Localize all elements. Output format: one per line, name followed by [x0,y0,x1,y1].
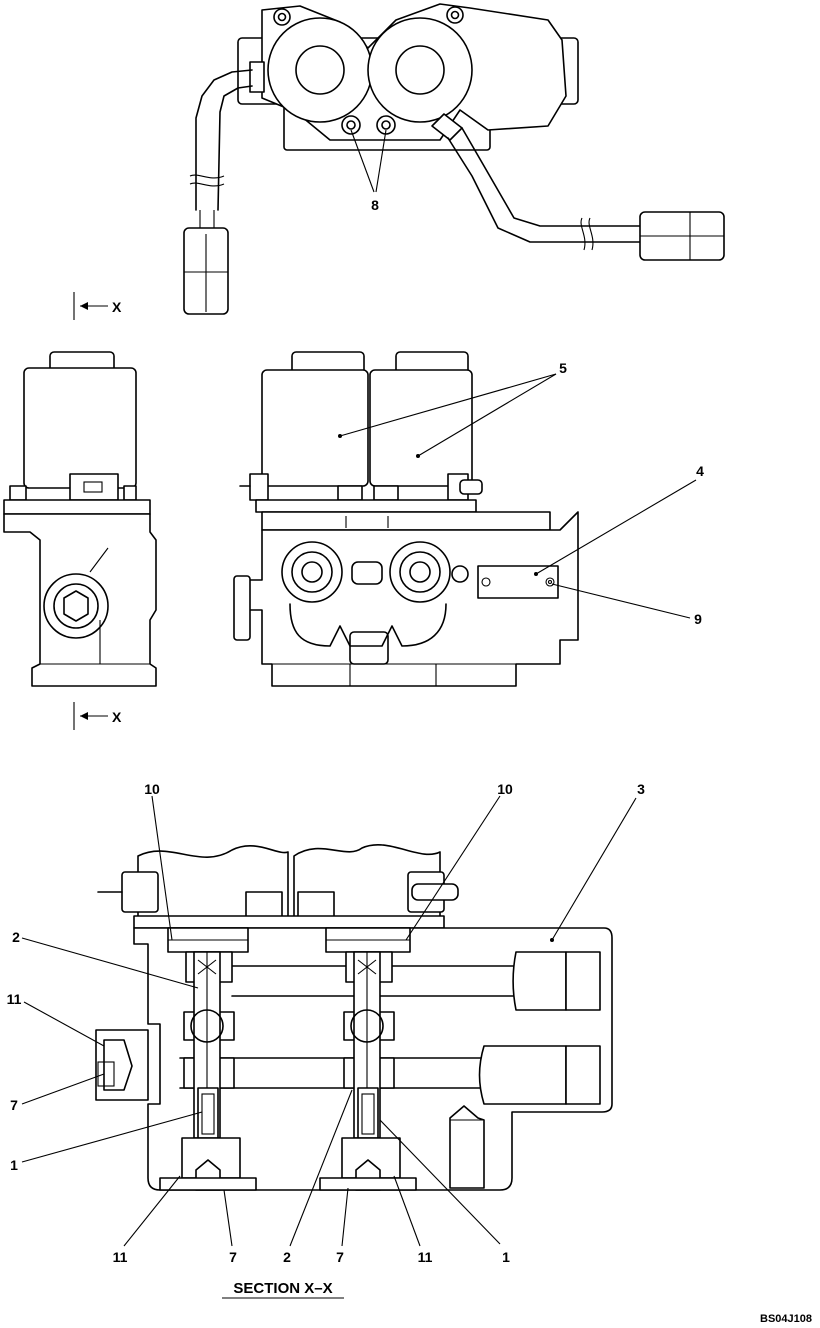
callout-4: 4 [534,463,704,576]
left-connector-boss [249,61,265,93]
callout-11-bottom-left: 11 [113,1175,181,1265]
section-plate [133,915,445,929]
callout-11-left: 11 [7,991,105,1047]
callout-11-bottom-right: 11 [393,1175,433,1265]
callout-label-5: 5 [559,360,567,376]
left-coil-outline [267,17,373,123]
callout-label-3: 3 [637,781,645,797]
callout-label-8: 8 [371,197,379,213]
nameplate [477,565,559,599]
callout-1-right: 1 [379,1119,510,1265]
top-view-mount-bolts [273,6,464,135]
right-coil-outline [367,17,473,123]
callout-10-right: 10 [405,781,513,941]
callout-2-upper: 2 [12,929,199,989]
callout-label-7-bottom-right: 7 [336,1249,344,1265]
callout-label-2-lower: 2 [283,1249,291,1265]
callout-2-lower: 2 [283,1089,353,1265]
right-coil-cap [395,45,445,95]
side-view [3,351,157,687]
callout-label-1-left: 1 [10,1157,18,1173]
callout-9: 9 [551,583,702,627]
callout-label-11-left: 11 [7,991,22,1007]
side-view-body [3,513,157,687]
callout-7-bottom-right: 7 [336,1187,349,1265]
callout-label-9: 9 [694,611,702,627]
callout-label-11-bottom-right: 11 [418,1249,433,1265]
side-view-coil [23,367,137,489]
front-view-left-coil [261,369,369,487]
front-view-body [243,511,579,687]
section-view [95,843,613,1191]
left-coil-cap [295,45,345,95]
section-marker-top: X [73,292,122,320]
callout-label-4: 4 [696,463,704,479]
section-marker-bottom: X [73,702,122,730]
right-wire-harness [431,113,725,261]
top-view: 8 [183,3,725,315]
callout-7-left: 7 [10,1073,105,1113]
front-view [233,351,579,687]
left-wire-harness [183,61,265,315]
front-view-plate-lower [261,511,551,531]
callout-8: 8 [350,129,387,213]
callout-10-left: 10 [144,781,173,941]
front-view-plate [255,499,477,513]
section-marker-label-bottom: X [112,709,122,725]
callout-label-7-bottom-left: 7 [229,1249,237,1265]
section-marker-label-top: X [112,299,122,315]
drawing-code: BS04J108 [760,1313,812,1325]
callout-1-left: 1 [10,1111,203,1173]
callout-3: 3 [550,781,645,942]
callout-label-1-right: 1 [502,1249,510,1265]
callout-7-bottom-left: 7 [223,1189,237,1265]
callout-label-2-upper: 2 [12,929,20,945]
left-valve-cartridge [159,927,257,1191]
callout-label-11-bottom-left: 11 [113,1249,128,1265]
callout-label-10-left: 10 [144,781,160,797]
right-valve-cartridge [319,927,417,1191]
callout-5: 5 [338,360,567,458]
side-view-plate [3,499,151,515]
side-view-connector [69,473,119,501]
callout-label-10-right: 10 [497,781,513,797]
callout-label-7-left: 7 [10,1097,18,1113]
section-title: SECTION X–X [233,1280,332,1297]
front-view-right-coil [369,369,473,487]
